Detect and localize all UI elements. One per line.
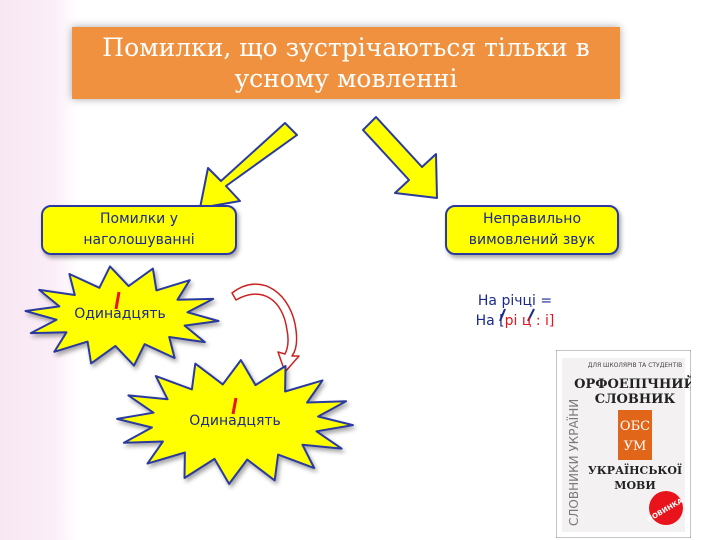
- burst-shape-1: [24, 265, 220, 367]
- burst-label-1: Одинадцять: [74, 306, 166, 322]
- book-badge: [649, 491, 683, 525]
- book-logo-1: ОБС: [620, 419, 650, 434]
- transcription: рі ц : і: [504, 313, 549, 329]
- page-title: Помилки, що зустрічаються тільки в усном…: [102, 33, 590, 93]
- arrow-left: [199, 122, 298, 209]
- burst-label-2: Одинадцять: [189, 413, 281, 429]
- transcription-prefix: На [: [475, 313, 505, 329]
- arrow-right: [362, 116, 438, 199]
- title-banner: Помилки, що зустрічаються тільки в усном…: [72, 27, 620, 99]
- book-sub-2: МОВИ: [614, 479, 655, 492]
- sound-errors-box: Неправильно вимовлений звук: [445, 205, 619, 255]
- book-logo-2: УМ: [624, 439, 647, 454]
- dictionary-book-cover: СЛОВНИКИ УКРАЇНИ ДЛЯ ШКОЛЯРІВ ТА СТУДЕНТ…: [556, 350, 691, 538]
- stress-errors-box: Помилки у наголошуванні: [41, 205, 237, 255]
- stress-mark-1: [114, 291, 121, 310]
- book-spine-text: СЛОВНИКИ УКРАЇНИ: [566, 399, 581, 526]
- stress-mark-4: [527, 308, 535, 322]
- book-sub-1: УКРАЇНСЬКОЇ: [588, 463, 682, 477]
- example-line-2: На [рі ц : і]: [450, 311, 580, 331]
- sound-errors-label: Неправильно вимовлений звук: [468, 211, 596, 248]
- book-title-1: ОРФОЕПІЧНИЙ: [574, 375, 691, 392]
- example-line-1: На річці =: [477, 293, 553, 309]
- book-top-text: ДЛЯ ШКОЛЯРІВ ТА СТУДЕНТІВ: [588, 362, 683, 369]
- stress-mark-2: [231, 397, 238, 415]
- burst-shape-2: [116, 359, 354, 485]
- stress-mark-3: [499, 308, 506, 322]
- stress-errors-label: Помилки у наголошуванні: [83, 211, 195, 248]
- example-text: На річці = На [рі ц : і]: [450, 291, 580, 331]
- book-title-2: СЛОВНИК: [595, 392, 676, 407]
- transcription-suffix: ]: [548, 313, 555, 329]
- book-logo-bg: [618, 410, 652, 460]
- left-decor-strip: [0, 0, 78, 540]
